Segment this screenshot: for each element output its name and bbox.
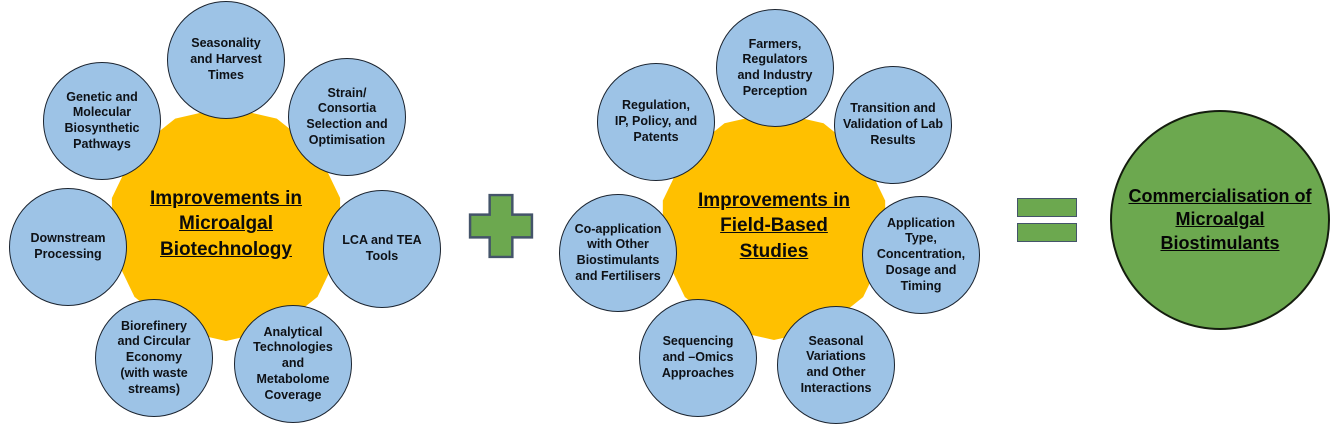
plus-shape: [468, 193, 534, 259]
bubble-transition-validation-lab: Transition and Validation of Lab Results: [834, 66, 952, 184]
orange-polygon-shape: [662, 112, 886, 340]
right-center-title: Improvements in Field-Based Studies: [697, 190, 851, 262]
equals-bar-top: [1017, 198, 1077, 217]
equals-bar-bottom: [1017, 223, 1077, 242]
bubble-co-application-biostimulants: Co-application with Other Biostimulants …: [559, 194, 677, 312]
orange-polygon-shape: [111, 107, 341, 341]
bubble-strain-consortia-selection: Strain/ Consortia Selection and Optimisa…: [288, 58, 406, 176]
bubble-analytical-technologies: Analytical Technologies and Metabolome C…: [234, 305, 352, 423]
left-center-title: Improvements in Microalgal Biotechnology: [149, 188, 303, 260]
commercialisation-result-circle: Commercialisation of Microalgal Biostimu…: [1110, 110, 1330, 330]
bubble-seasonal-variations: Seasonal Variations and Other Interactio…: [777, 306, 895, 424]
bubble-genetic-molecular-pathways: Genetic and Molecular Biosynthetic Pathw…: [43, 62, 161, 180]
right-center-polygon: [662, 112, 886, 340]
bubble-downstream-processing: Downstream Processing: [9, 188, 127, 306]
bubble-application-type-dosage: Application Type, Concentration, Dosage …: [862, 196, 980, 314]
bubble-biorefinery-circular-economy: Biorefinery and Circular Economy (with w…: [95, 299, 213, 417]
field-based-studies-flower: Improvements in Field-Based Studies Farm…: [546, 0, 1016, 427]
microalgal-biotechnology-flower: Improvements in Microalgal Biotechnology…: [0, 0, 470, 427]
left-center-polygon: [111, 107, 341, 341]
bubble-regulation-ip-policy: Regulation, IP, Policy, and Patents: [597, 63, 715, 181]
bubble-sequencing-omics: Sequencing and –Omics Approaches: [639, 299, 757, 417]
bubble-farmers-regulators-perception: Farmers, Regulators and Industry Percept…: [716, 9, 834, 127]
bubble-lca-tea-tools: LCA and TEA Tools: [323, 190, 441, 308]
bubble-seasonality-harvest-times: Seasonality and Harvest Times: [167, 1, 285, 119]
plus-icon: [468, 193, 534, 259]
